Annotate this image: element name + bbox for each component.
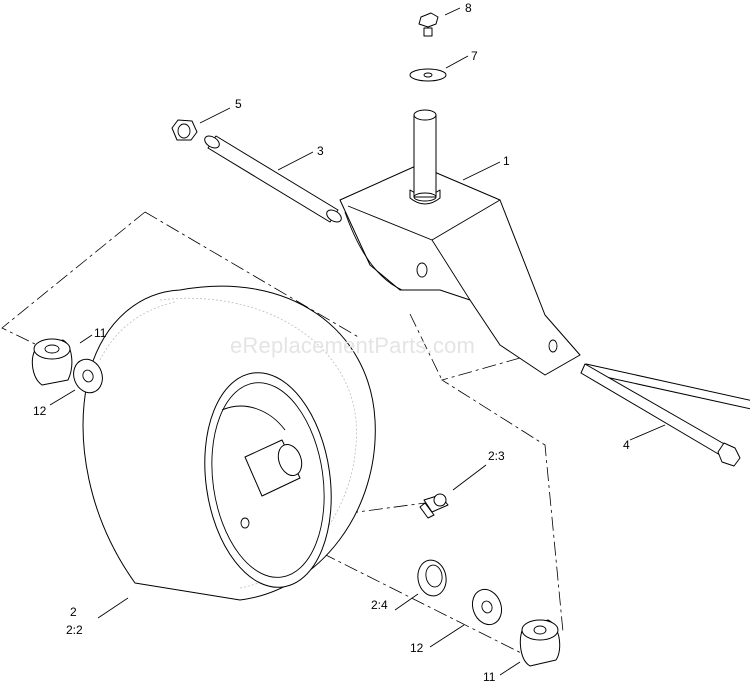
bolt-8[interactable] [418,12,439,37]
callout-11-bottom: 11 [483,670,496,684]
caster-bracket[interactable] [339,164,581,376]
spacer-11-bottom[interactable] [519,619,561,667]
callout-12-bottom: 12 [410,641,424,655]
callout-4: 4 [623,438,630,452]
washer-12-top[interactable] [69,355,107,397]
watermark: eReplacementParts.com [230,333,475,358]
bracket-hole [548,339,558,353]
callout-12-top: 12 [33,404,47,418]
bearing-2-4[interactable] [415,558,449,598]
grease-hole [240,517,250,529]
lock-nut-5[interactable] [171,119,198,141]
callout-8: 8 [465,1,472,15]
grease-fitting-2-3[interactable] [419,493,449,519]
callout-5: 5 [235,97,242,111]
callout-3: 3 [317,144,324,158]
callout-2-3: 2:3 [488,449,505,463]
callout-2: 2 [70,605,77,619]
long-bolt-4[interactable] [580,363,750,467]
spacer-tube-3[interactable] [203,134,344,225]
spacer-11-top[interactable] [31,338,73,386]
caster-spindle [409,109,441,205]
leader-lines [49,7,666,676]
callout-2-4: 2:4 [371,598,388,612]
callout-labels: 8 7 5 3 1 11 12 4 2:3 2 2:2 2:4 12 11 [33,1,630,684]
callout-2-2: 2:2 [66,623,83,637]
bracket-hole [416,262,428,278]
washer-12-bottom[interactable] [468,585,507,628]
callout-7: 7 [471,49,478,63]
wheel-assembly-2[interactable] [82,285,376,601]
washer-7[interactable] [409,68,447,82]
callout-1: 1 [503,154,510,168]
callout-11-top: 11 [94,326,107,340]
